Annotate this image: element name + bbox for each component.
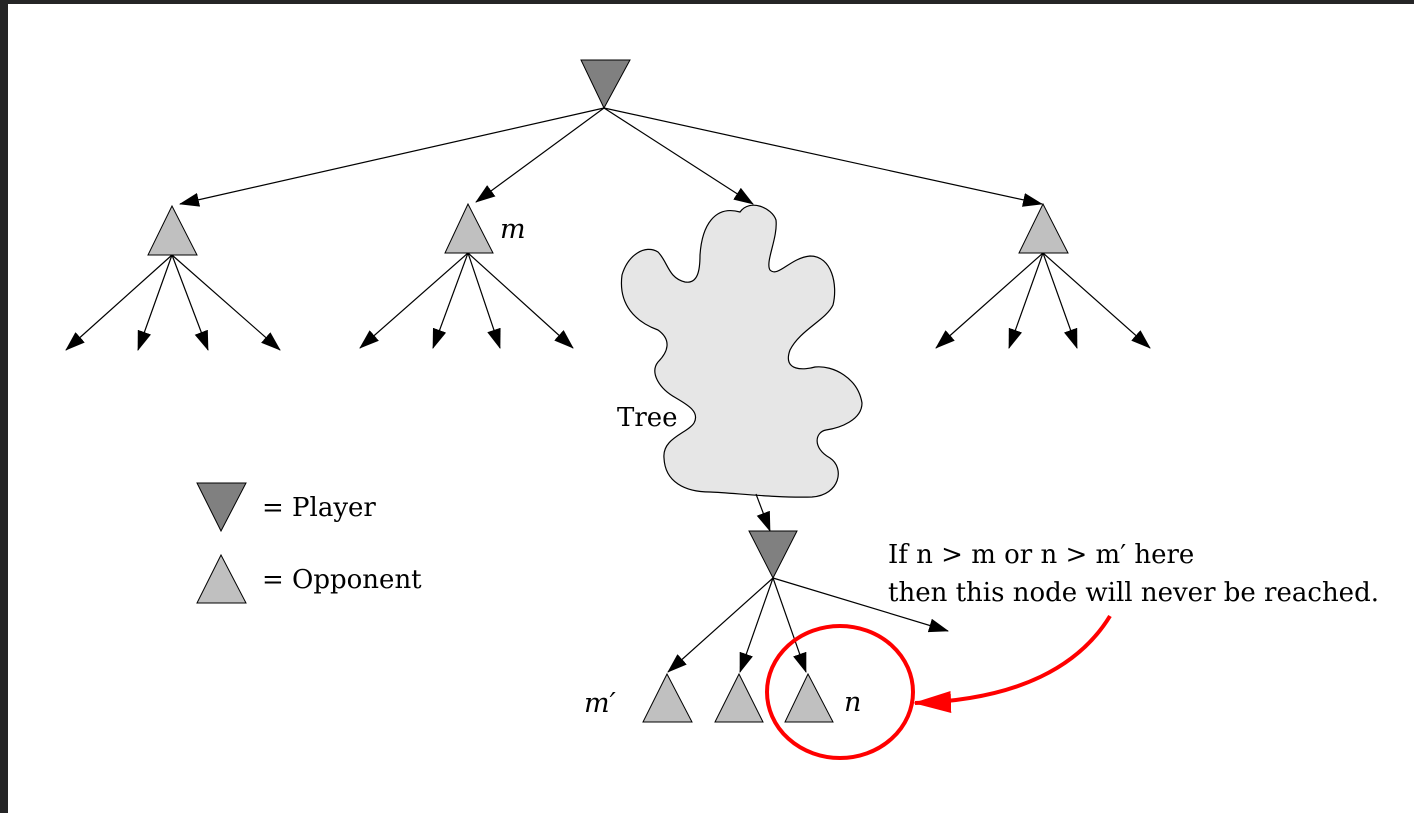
window-border-top [0,0,1414,4]
opponent-node-1 [147,204,198,256]
label-mprime: m′ [584,688,616,719]
edge-player-to-opp-mid [739,577,774,673]
annotation-line-2: then this node will never be reached. [888,578,1379,608]
edge-oppm-child-1 [359,252,469,349]
label-m: m [500,214,526,245]
legend: = Player = Opponent [196,482,422,604]
edge-opp4-child-3 [1042,252,1078,349]
edge-root-to-tree [603,107,754,205]
edge-root-to-opp-1 [179,107,605,207]
root-player-node [580,59,631,110]
opponent-node-middle [714,672,764,723]
highlight-arrow [913,614,1112,713]
edge-oppm-child-4 [467,252,574,349]
edge-opp4-child-4 [1042,252,1151,349]
opponent-node-m [444,202,494,254]
legend-player-icon [196,482,247,533]
edge-opp4-child-1 [935,252,1044,349]
edge-oppm-child-3 [467,252,501,349]
edge-tree-to-player [755,493,771,532]
annotation-line-1: If n > m or n > m′ here [888,540,1194,570]
highlight-circle [765,624,915,760]
opponent-node-mprime [642,672,693,723]
edge-player-to-n [772,577,807,673]
tree-cloud [620,204,863,498]
label-n: n [844,687,861,718]
legend-opponent-icon [196,553,247,604]
lower-player-node [748,530,798,580]
window-border-left [0,0,8,813]
edge-player-to-right [772,577,949,633]
tree-label: Tree [617,403,678,433]
opponent-node-n [784,672,834,723]
opponent-node-4 [1018,202,1069,254]
edge-opp1-child-4 [171,254,281,351]
edge-oppm-child-2 [432,252,469,349]
edge-opp4-child-2 [1008,252,1044,349]
edge-opp1-child-1 [65,254,173,351]
edge-root-to-opp-4 [603,107,1043,207]
edge-opp1-child-2 [137,254,173,351]
edge-player-to-mprime [667,577,774,673]
edge-opp1-child-3 [171,254,209,351]
legend-player-label: = Player [262,493,376,523]
legend-opponent-label: = Opponent [262,565,422,595]
edge-root-to-opp-m [475,107,605,203]
